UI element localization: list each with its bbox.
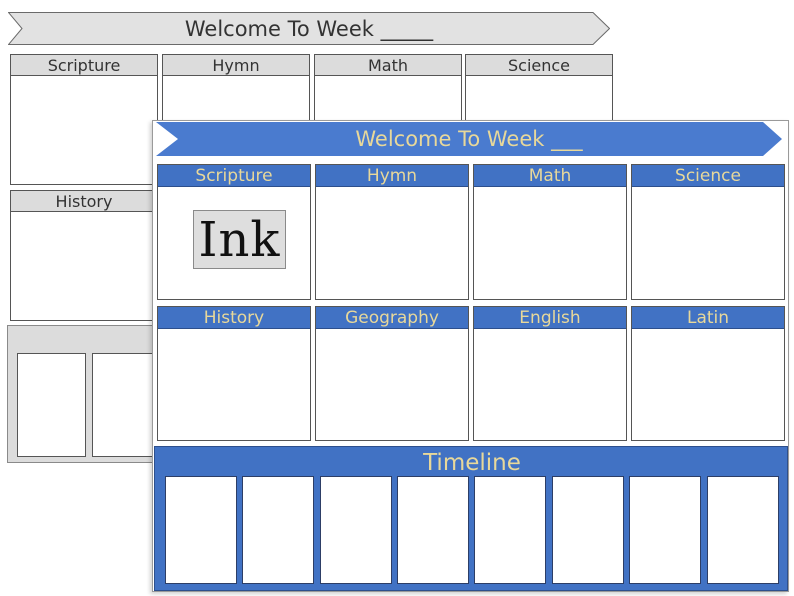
- ink-logo: Ink: [193, 210, 286, 269]
- front-banner-title: Welcome To Week ___: [355, 127, 583, 151]
- back-timeline-card: [92, 353, 161, 457]
- front-box-history: History: [157, 306, 311, 441]
- front-box-english: English: [473, 306, 627, 441]
- back-box-label: Hymn: [163, 55, 309, 76]
- timeline-card: [165, 476, 237, 584]
- front-box-latin: Latin: [631, 306, 785, 441]
- timeline-title: Timeline: [423, 450, 521, 476]
- front-box-geography: Geography: [315, 306, 469, 441]
- front-box-label: Hymn: [316, 165, 468, 187]
- front-box-label: Science: [632, 165, 784, 187]
- back-box-label: Math: [315, 55, 461, 76]
- timeline-card: [320, 476, 392, 584]
- back-box-label: Scripture: [11, 55, 157, 76]
- back-banner-title: Welcome To Week _____: [184, 16, 434, 41]
- front-box-math: Math: [473, 164, 627, 300]
- front-box-label: History: [158, 307, 310, 329]
- back-timeline-card: [17, 353, 86, 457]
- front-box-hymn: Hymn: [315, 164, 469, 300]
- front-box-science: Science: [631, 164, 785, 300]
- timeline-card: [474, 476, 546, 584]
- back-timeline-panel: [7, 325, 161, 463]
- timeline-panel: Timeline: [154, 446, 788, 591]
- front-box-label: Scripture: [158, 165, 310, 187]
- back-banner-outline: [8, 12, 610, 45]
- front-banner: [156, 122, 782, 156]
- back-box-history: History: [10, 190, 158, 321]
- back-box-scripture: Scripture: [10, 54, 158, 185]
- front-box-label: Latin: [632, 307, 784, 329]
- timeline-card: [397, 476, 469, 584]
- front-box-label: English: [474, 307, 626, 329]
- back-box-label: History: [11, 191, 157, 212]
- back-box-hymn: Hymn: [162, 54, 310, 124]
- timeline-card: [629, 476, 701, 584]
- timeline-card: [242, 476, 314, 584]
- back-box-math: Math: [314, 54, 462, 124]
- back-box-label: Science: [466, 55, 612, 76]
- back-box-science: Science: [465, 54, 613, 124]
- front-box-label: Geography: [316, 307, 468, 329]
- front-box-label: Math: [474, 165, 626, 187]
- timeline-card: [707, 476, 779, 584]
- back-banner: [8, 12, 610, 45]
- timeline-card: [552, 476, 624, 584]
